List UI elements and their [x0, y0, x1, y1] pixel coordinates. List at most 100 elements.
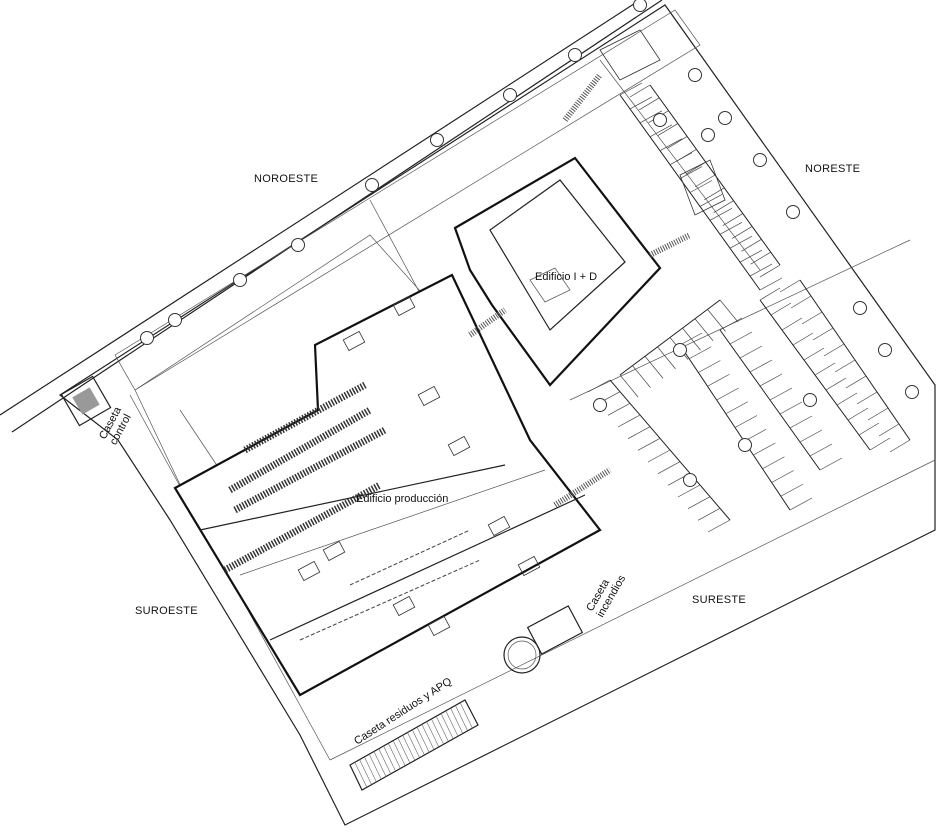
parking-stall: [729, 331, 753, 345]
tree-icon: [853, 301, 867, 315]
hatch-line: [450, 707, 463, 734]
parking-stall: [856, 391, 878, 405]
parking-stall: [825, 377, 847, 391]
equipment-block: [487, 515, 511, 537]
parking-stall: [759, 373, 783, 387]
parking-stall: [834, 359, 856, 373]
waste-booth-hatch: [354, 702, 473, 788]
parking-block: [599, 29, 661, 81]
hatch-line: [431, 718, 444, 745]
parking-stall: [679, 166, 703, 179]
inner-road: [569, 239, 911, 401]
parking-stall: [779, 401, 803, 415]
production-wall: [199, 464, 506, 531]
parking-stall: [869, 437, 891, 451]
parking-stall: [889, 439, 911, 453]
parking-stall: [719, 317, 743, 331]
tree-icon: [803, 393, 817, 407]
parking-stall: [759, 287, 781, 301]
parking-stall: [647, 449, 671, 463]
parking-stall: [749, 359, 773, 373]
hatch-line: [397, 737, 411, 764]
parking-stall: [771, 470, 794, 483]
parking-stall: [639, 110, 663, 124]
hatch-line: [364, 756, 377, 783]
rnd-core: [529, 267, 571, 303]
tree-icon: [233, 273, 247, 287]
zone-label-northwest: NOROESTE: [254, 173, 318, 185]
parking-stall: [749, 263, 773, 277]
tree-icon: [701, 128, 715, 142]
tree-icon: [291, 238, 305, 252]
parking-stall: [607, 403, 631, 416]
site-boundary: [58, 4, 936, 826]
parking-stall: [753, 442, 776, 456]
parking-stall: [741, 238, 762, 252]
parking-stall: [677, 484, 701, 498]
hatch-line: [416, 726, 430, 753]
production-wall: [239, 469, 546, 576]
hatch-line: [421, 724, 435, 750]
equipment-block: [392, 595, 416, 617]
inner-road: [329, 459, 936, 761]
tree-icon: [905, 385, 919, 399]
tree-icon: [753, 153, 767, 167]
parking-stall: [619, 82, 643, 96]
tree-icon: [683, 473, 697, 487]
tree-icon: [593, 398, 607, 412]
tree-icon: [653, 113, 667, 127]
parking-stall: [739, 345, 763, 359]
parking-stall: [632, 365, 651, 388]
parking-stall: [858, 422, 880, 436]
walkway: [468, 307, 507, 338]
parking-stall: [722, 213, 744, 226]
parking-stall: [719, 299, 739, 323]
parking-stall: [878, 423, 900, 437]
hatch-line: [459, 702, 473, 728]
parking-stall: [814, 362, 836, 376]
parking-stall: [657, 461, 681, 474]
parking-stall: [836, 392, 858, 406]
tree-icon: [688, 68, 702, 82]
storage-rack: [223, 481, 382, 574]
parking-stall: [769, 387, 793, 401]
parking-stall: [689, 180, 713, 193]
hatch-line: [368, 754, 382, 780]
parking-stall: [779, 279, 801, 293]
hatch-line: [378, 748, 392, 774]
parking-stall: [629, 84, 651, 98]
zone-label-southwest: SUROESTE: [135, 605, 198, 617]
parking-stall: [629, 96, 653, 110]
equipment-block: [392, 295, 416, 317]
hatch-line: [383, 745, 396, 772]
tree-icon: [365, 178, 379, 192]
parking-stall: [845, 375, 867, 389]
parking-stall: [687, 496, 711, 509]
production-wall: [269, 494, 586, 641]
tree-icon: [786, 205, 800, 219]
parking-stall: [694, 174, 716, 188]
parking-stall: [789, 415, 813, 429]
rnd-courtyard: [489, 179, 626, 331]
equipment-block: [297, 560, 321, 582]
parking-stall: [688, 346, 712, 360]
walkway: [553, 467, 612, 508]
parking-stall: [725, 401, 749, 415]
tree-icon: [878, 343, 892, 357]
parking-stall: [809, 443, 833, 457]
production-equipment: [297, 295, 541, 641]
hatch-line: [407, 732, 420, 758]
walkways: [468, 73, 692, 508]
tree-icon: [140, 331, 154, 345]
parking-stall: [823, 343, 845, 357]
equipment-block: [517, 555, 541, 577]
equipment-block: [417, 385, 441, 407]
parking-stall: [617, 414, 641, 428]
hatch-line: [388, 743, 401, 769]
parking-stall: [801, 311, 823, 325]
parking-stall: [639, 97, 660, 111]
tree-icon: [673, 343, 687, 357]
parking-stall: [713, 200, 734, 214]
tree-icon: [633, 0, 647, 12]
tree-icon: [718, 111, 732, 125]
